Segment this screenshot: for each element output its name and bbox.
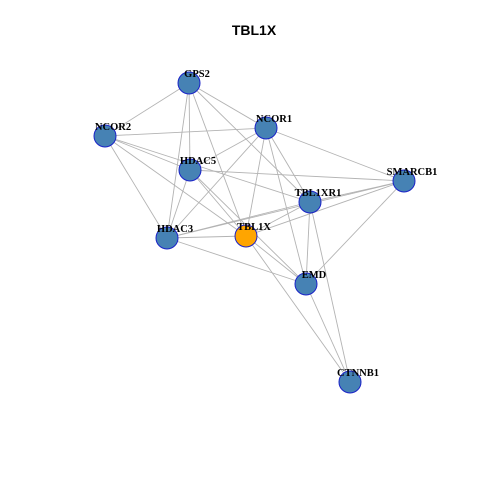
edge-tbl1x-tbl1xr1 <box>245 201 311 237</box>
node-label-ncor2: NCOR2 <box>95 122 131 133</box>
edge-hdac5-hdac3 <box>166 169 191 239</box>
edge-gps2-hdac3 <box>166 82 190 239</box>
node-label-tbl1x: TBL1X <box>237 222 271 233</box>
edge-ncor1-emd <box>265 127 307 285</box>
node-label-gps2: GPS2 <box>184 69 210 80</box>
edge-hdac3-emd <box>166 237 307 285</box>
graph-title: TBL1X <box>232 22 277 38</box>
edges-layer <box>104 82 405 383</box>
edge-ncor1-tbl1xr1 <box>265 127 311 203</box>
node-ctnnb1[interactable] <box>338 370 362 394</box>
edge-hdac3-smarcb1 <box>166 180 405 239</box>
node-label-tbl1xr1: TBL1XR1 <box>295 188 342 199</box>
edge-ncor2-hdac5 <box>104 135 191 171</box>
node-hdac5[interactable] <box>178 158 202 182</box>
edge-tbl1xr1-ctnnb1 <box>309 201 351 383</box>
edge-hdac5-tbl1x <box>189 169 247 237</box>
edge-tbl1x-ctnnb1 <box>245 235 351 383</box>
edge-ncor1-hdac5 <box>189 127 267 171</box>
edge-gps2-tbl1xr1 <box>188 82 311 203</box>
node-smarcb1[interactable] <box>392 169 416 193</box>
edge-tbl1xr1-smarcb1 <box>309 180 405 203</box>
node-label-emd: EMD <box>302 270 327 281</box>
node-hdac3[interactable] <box>155 226 179 250</box>
edge-ncor2-tbl1x <box>104 135 247 237</box>
edge-ncor2-ncor1 <box>104 127 267 137</box>
edge-ncor1-smarcb1 <box>265 127 405 182</box>
edge-gps2-tbl1x <box>188 82 247 237</box>
node-tbl1x[interactable] <box>234 224 258 248</box>
node-ncor2[interactable] <box>93 124 117 148</box>
node-tbl1xr1[interactable] <box>298 190 322 214</box>
edge-tbl1x-smarcb1 <box>245 180 405 237</box>
edge-emd-ctnnb1 <box>305 283 351 383</box>
node-label-hdac3: HDAC3 <box>157 224 193 235</box>
edge-gps2-hdac5 <box>188 82 191 171</box>
nodes-layer <box>93 71 416 394</box>
edge-gps2-ncor1 <box>188 82 267 129</box>
node-label-ncor1: NCOR1 <box>256 114 292 125</box>
edge-tbl1xr1-emd <box>305 201 311 285</box>
node-label-smarcb1: SMARCB1 <box>387 167 438 178</box>
edge-ncor1-hdac3 <box>166 127 267 239</box>
edge-smarcb1-emd <box>305 180 405 285</box>
node-gps2[interactable] <box>177 71 201 95</box>
node-label-ctnnb1: CTNNB1 <box>337 368 379 379</box>
edge-gps2-ncor2 <box>104 82 190 137</box>
edge-tbl1x-emd <box>245 235 307 285</box>
edge-ncor2-hdac3 <box>104 135 168 239</box>
edge-ncor2-tbl1xr1 <box>104 135 311 203</box>
edge-hdac3-tbl1x <box>166 235 247 239</box>
node-emd[interactable] <box>294 272 318 296</box>
node-label-hdac5: HDAC5 <box>180 156 216 167</box>
edge-hdac5-smarcb1 <box>189 169 405 182</box>
node-ncor1[interactable] <box>254 116 278 140</box>
